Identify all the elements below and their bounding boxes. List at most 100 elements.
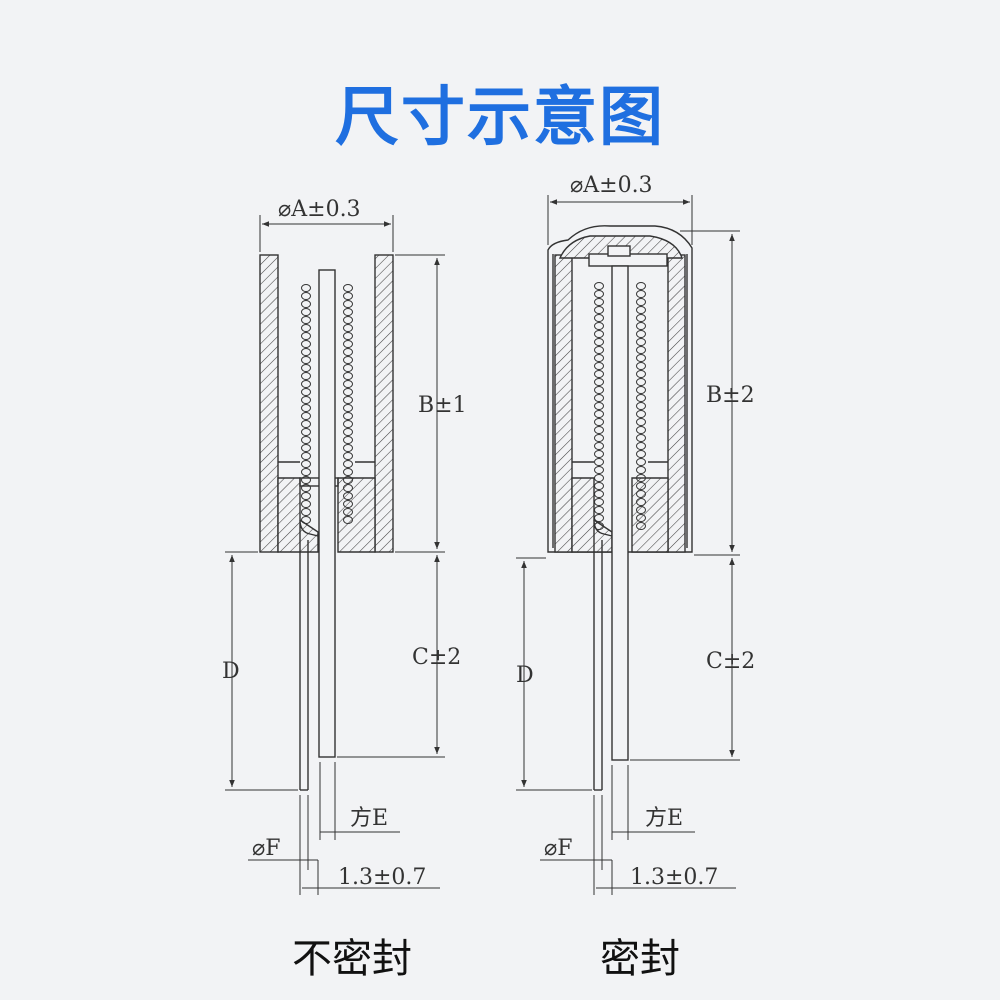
spring-coil	[636, 402, 646, 410]
unsealed-lead	[299, 519, 319, 790]
spring-coil	[301, 468, 311, 476]
spring-coil	[636, 386, 646, 394]
unsealed-dim-a-label: ⌀A±0.3	[278, 197, 361, 222]
unsealed-dim-offset-label: 1.3±0.7	[338, 865, 426, 890]
spring-coil	[636, 506, 646, 514]
spring-coil	[301, 324, 311, 332]
spring-coil	[636, 514, 646, 522]
spring-coil	[343, 428, 353, 436]
spring-coil	[301, 508, 311, 516]
page-title: 尺寸示意图	[335, 81, 665, 155]
spring-coil	[594, 394, 604, 402]
spring-coil	[594, 314, 604, 322]
spring-coil	[343, 380, 353, 388]
spring-coil	[594, 386, 604, 394]
spring-coil	[594, 322, 604, 330]
spring-coil	[636, 498, 646, 506]
spring-coil	[301, 428, 311, 436]
spring-coil	[301, 444, 311, 452]
spring-coil	[343, 308, 353, 316]
unsealed-right-wall	[374, 254, 394, 553]
spring-coil	[594, 306, 604, 314]
spring-coil	[594, 354, 604, 362]
spring-coil	[594, 298, 604, 306]
spring-coil	[636, 378, 646, 386]
spring-coil	[594, 474, 604, 482]
spring-coil	[594, 458, 604, 466]
unsealed-dim-b-label: B±1	[418, 393, 467, 418]
sealed-dim-d-label: D	[516, 663, 534, 688]
spring-coil	[636, 298, 646, 306]
spring-coil	[636, 490, 646, 498]
spring-coil	[594, 506, 604, 514]
sealed-right-wall	[667, 254, 686, 553]
unsealed-left-wall	[259, 254, 279, 553]
sealed-dim-e-label: 方E	[645, 806, 683, 831]
spring-coil	[301, 316, 311, 324]
spring-coil	[594, 410, 604, 418]
spring-coil	[343, 404, 353, 412]
spring-coil	[594, 402, 604, 410]
spring-coil	[636, 290, 646, 298]
spring-coil	[636, 458, 646, 466]
spring-coil	[594, 466, 604, 474]
spring-coil	[301, 284, 311, 292]
spring-coil	[301, 452, 311, 460]
spring-coil	[301, 476, 311, 484]
spring-coil	[301, 308, 311, 316]
spring-coil	[636, 314, 646, 322]
spring-coil	[343, 316, 353, 324]
spring-coil	[343, 516, 353, 524]
spring-coil	[301, 420, 311, 428]
spring-coil	[343, 508, 353, 516]
spring-coil	[343, 332, 353, 340]
spring-coil	[343, 372, 353, 380]
spring-coil	[343, 500, 353, 508]
spring-coil	[636, 370, 646, 378]
spring-coil	[343, 348, 353, 356]
spring-coil	[636, 354, 646, 362]
unsealed-caption: 不密封	[292, 936, 412, 982]
spring-coil	[343, 340, 353, 348]
spring-coil	[636, 426, 646, 434]
spring-coil	[301, 300, 311, 308]
spring-coil	[636, 322, 646, 330]
spring-coil	[301, 340, 311, 348]
spring-coil	[636, 474, 646, 482]
spring-coil	[636, 450, 646, 458]
spring-coil	[594, 418, 604, 426]
spring-coil	[343, 324, 353, 332]
spring-coil	[301, 484, 311, 492]
spring-coil	[636, 418, 646, 426]
sealed-caption: 密封	[600, 936, 680, 982]
spring-coil	[343, 364, 353, 372]
sealed-lead	[593, 519, 613, 790]
spring-coil	[301, 380, 311, 388]
spring-coil	[636, 434, 646, 442]
spring-coil	[343, 284, 353, 292]
sealed-dim-offset-label: 1.3±0.7	[630, 865, 718, 890]
spring-coil	[343, 420, 353, 428]
spring-coil	[301, 332, 311, 340]
spring-coil	[636, 338, 646, 346]
spring-coil	[343, 292, 353, 300]
sealed-dim-b-label: B±2	[706, 383, 755, 408]
spring-coil	[636, 442, 646, 450]
spring-coil	[594, 434, 604, 442]
spring-coil	[301, 356, 311, 364]
spring-coil	[636, 282, 646, 290]
spring-coil	[301, 460, 311, 468]
unsealed-diagram	[259, 254, 394, 791]
spring-coil	[594, 450, 604, 458]
sealed-dim-c-label: C±2	[706, 649, 755, 674]
sealed-center-pin	[611, 265, 629, 761]
spring-coil	[343, 484, 353, 492]
spring-coil	[636, 394, 646, 402]
sealed-dim-f-label: ⌀F	[544, 836, 573, 861]
spring-coil	[594, 370, 604, 378]
spring-coil	[301, 372, 311, 380]
spring-coil	[343, 492, 353, 500]
spring-coil	[301, 492, 311, 500]
spring-coil	[594, 330, 604, 338]
